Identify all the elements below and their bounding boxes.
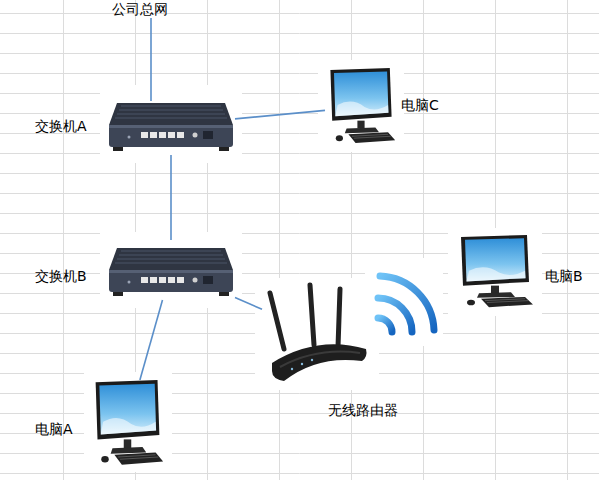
device-label: 交换机A	[35, 117, 87, 135]
device-label: 电脑B	[545, 267, 583, 285]
router-device	[262, 283, 372, 383]
image-backing	[84, 372, 172, 472]
network-label: 公司总网	[112, 0, 168, 18]
switch-node: 交换机B	[107, 240, 235, 300]
switch-device	[107, 95, 235, 155]
image-backing	[100, 232, 242, 308]
image-backing	[100, 85, 242, 163]
device-label: 电脑A	[35, 420, 73, 438]
router-node: 无线路由器	[262, 283, 372, 383]
device-label: 无线路由器	[328, 401, 398, 419]
device-label: 电脑C	[401, 96, 439, 114]
network-cable	[235, 298, 262, 310]
switch-node: 交换机A	[107, 95, 235, 155]
image-backing	[448, 228, 542, 316]
network-cable	[235, 110, 325, 119]
computer-node: 电脑C	[325, 68, 397, 146]
computer-node: 电脑B	[455, 235, 535, 310]
computer-node: 电脑A	[90, 380, 165, 468]
image-backing	[255, 278, 379, 390]
network-cable	[140, 300, 163, 380]
uplink-wire	[150, 18, 152, 101]
device-label: 交换机B	[35, 267, 87, 285]
computer-device	[90, 380, 165, 468]
network-cable	[170, 155, 172, 240]
switch-device	[107, 240, 235, 300]
computer-device	[455, 235, 535, 310]
image-backing	[318, 60, 404, 152]
image-backing	[365, 258, 443, 346]
wifi-symbol	[378, 276, 434, 332]
computer-device	[325, 68, 397, 146]
